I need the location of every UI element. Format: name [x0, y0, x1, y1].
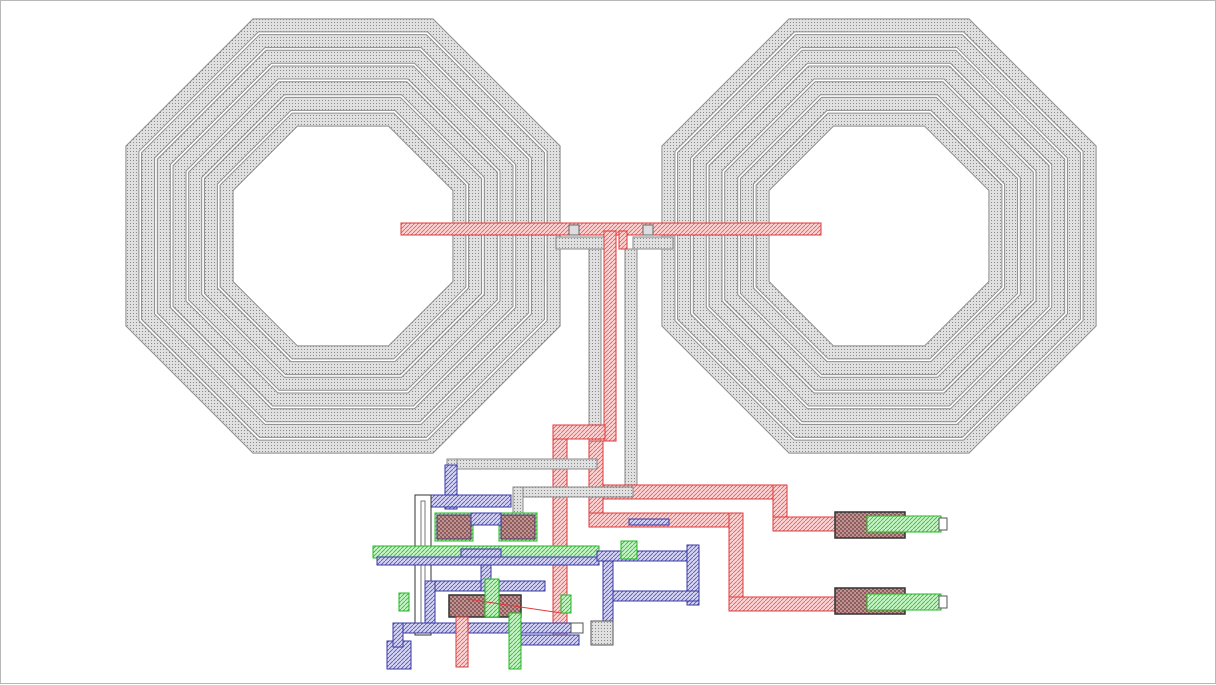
- inductor-turn-fill: [756, 113, 1002, 359]
- inductor-turn-fill: [725, 82, 1033, 390]
- left-inductor: [125, 18, 561, 454]
- inductor-turn-fill: [189, 82, 497, 390]
- inductor-turn-fill: [142, 35, 544, 437]
- output-pad-lower: [834, 587, 948, 615]
- inductor-turn-fill: [709, 66, 1049, 406]
- inductor-turn-fill: [740, 97, 1018, 375]
- inductor-turn-fill: [204, 97, 482, 375]
- center-tap-lines: [555, 230, 674, 500]
- right-inductor: [661, 18, 1097, 454]
- inductor-turn-fill: [678, 35, 1080, 437]
- inductor-turn-fill: [693, 50, 1065, 422]
- output-pad-upper: [834, 511, 948, 539]
- active-circuit-block: [372, 458, 700, 670]
- transistor-right: [498, 512, 538, 542]
- inductor-turn-fill: [662, 19, 1096, 453]
- inductor-turn-fill: [220, 113, 466, 359]
- output-routing: [552, 424, 840, 642]
- transistor-left: [434, 512, 474, 542]
- inductor-turn-fill: [173, 66, 513, 406]
- inductor-turn-fill: [126, 19, 560, 453]
- inductor-turn-fill: [157, 50, 529, 422]
- center-device: [448, 578, 522, 618]
